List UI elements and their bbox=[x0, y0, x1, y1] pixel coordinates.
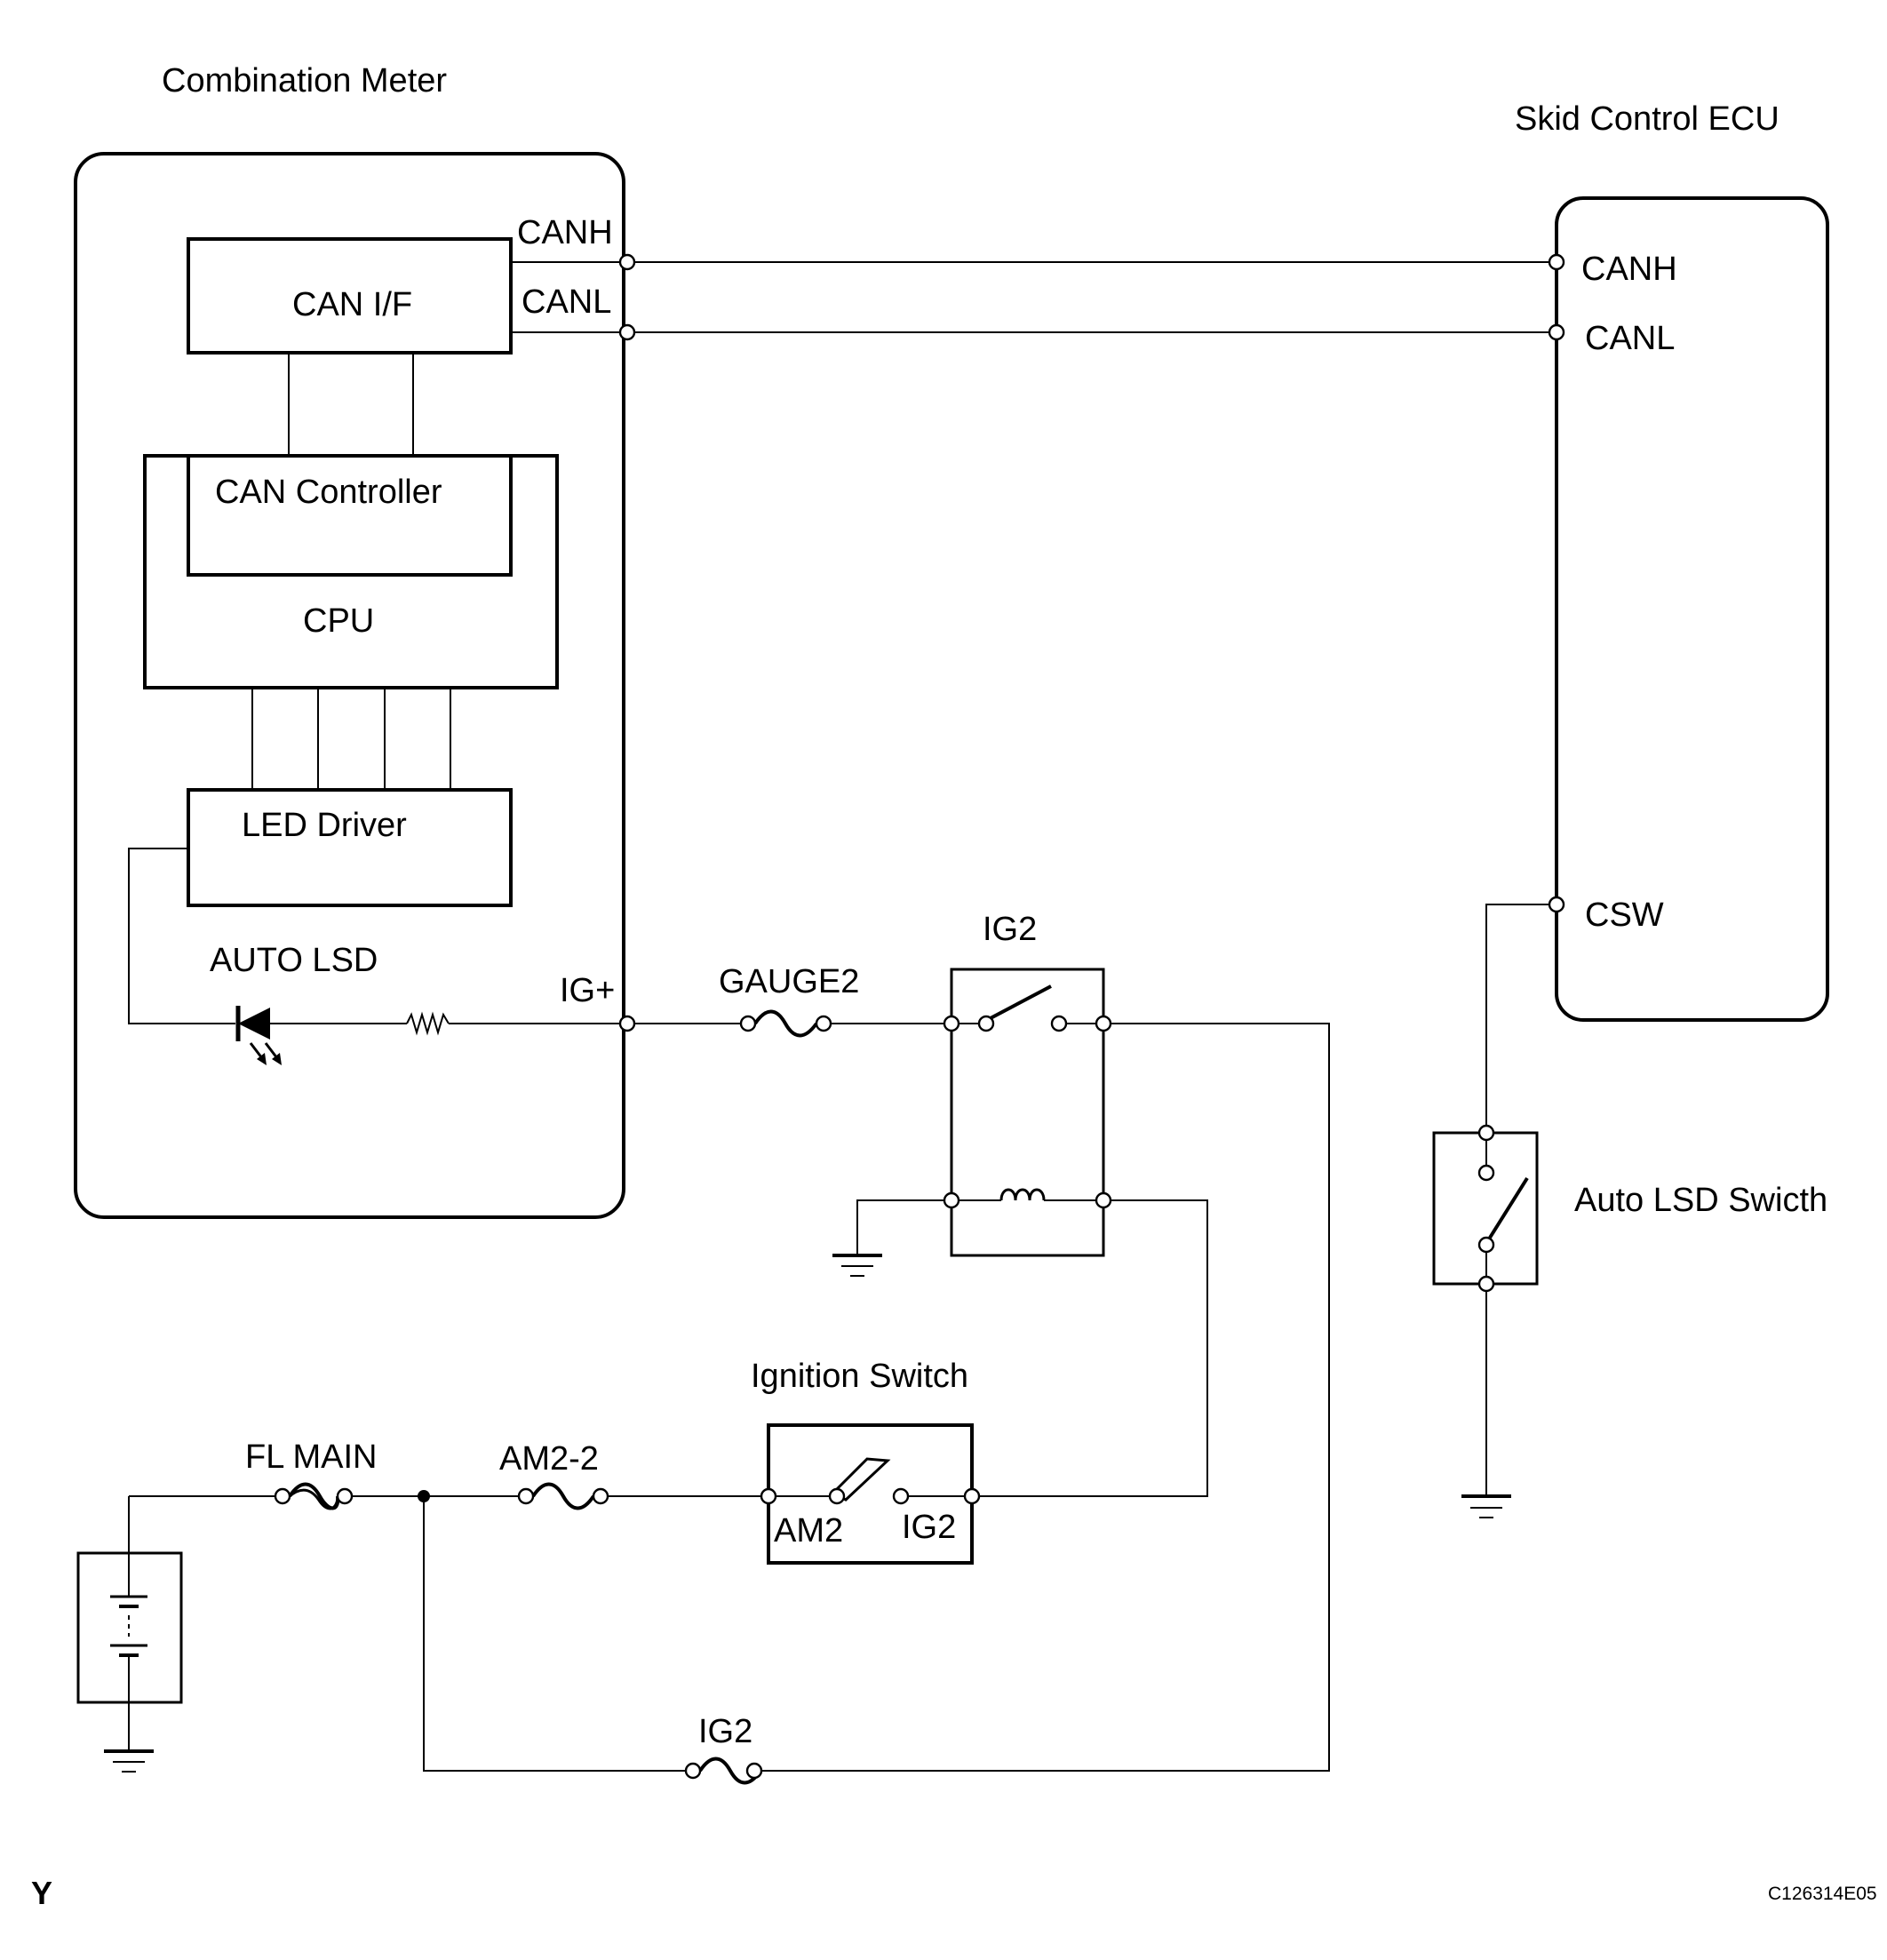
relay-ground-icon bbox=[832, 1254, 882, 1277]
ignition-terminal-ig2 bbox=[963, 1487, 981, 1505]
main-feed: FL MAIN AM2-2 IG2 bbox=[129, 1438, 768, 1785]
can-if-label: CAN I/F bbox=[292, 286, 412, 323]
resistor-icon bbox=[406, 1011, 450, 1036]
gauge2-fuse-icon bbox=[753, 1009, 818, 1038]
auto-lsd-led-icon bbox=[235, 1006, 282, 1065]
gauge2-fuse-terminal-left bbox=[739, 1015, 757, 1032]
relay-coil-to-ignition-wire bbox=[972, 1199, 1208, 1497]
csw-wire bbox=[1485, 904, 1557, 1133]
am2-2-fuse-label: AM2-2 bbox=[499, 1440, 599, 1478]
ig2-relay: IG2 bbox=[832, 911, 1105, 1277]
ig-supply-line: GAUGE2 bbox=[627, 963, 951, 1038]
auto-lsd-label: AUTO LSD bbox=[210, 942, 378, 979]
fl-main-fuse-terminal-right bbox=[336, 1487, 354, 1505]
auto-lsd-switch-contact-top bbox=[1477, 1164, 1495, 1182]
relay-terminal-4 bbox=[1095, 1191, 1112, 1209]
ig2-relay-title: IG2 bbox=[983, 911, 1037, 948]
ecu-canl-pin-label: CANL bbox=[1585, 320, 1675, 357]
ig2-fuse-terminal-left bbox=[684, 1762, 702, 1780]
fl-main-fuse-terminal-left bbox=[274, 1487, 291, 1505]
skid-control-ecu: Skid Control ECU CANH CANL CSW bbox=[1515, 100, 1829, 1022]
ig2-relay-outline bbox=[950, 968, 1105, 1257]
relay-contact-pivot bbox=[977, 1015, 995, 1032]
meter-canh-terminal bbox=[618, 253, 636, 271]
meter-ig-terminal bbox=[618, 1015, 636, 1032]
meter-canh-pin-label: CANH bbox=[517, 214, 613, 251]
skid-control-ecu-title: Skid Control ECU bbox=[1515, 100, 1780, 138]
ignition-key-pivot bbox=[828, 1487, 846, 1505]
combination-meter-title: Combination Meter bbox=[162, 62, 447, 100]
ecu-canl-terminal bbox=[1548, 323, 1565, 341]
cpu-block: CAN Controller CPU bbox=[143, 454, 559, 689]
meter-canl-pin-label: CANL bbox=[522, 283, 611, 321]
auto-lsd-switch-contact-icon bbox=[1488, 1176, 1529, 1239]
ig2-fuse-icon bbox=[698, 1757, 762, 1785]
battery bbox=[76, 1496, 183, 1773]
meter-canl-terminal bbox=[618, 323, 636, 341]
ig2-fuse-terminal-right bbox=[745, 1762, 763, 1780]
auto-lsd-switch-title: Auto LSD Swicth bbox=[1574, 1182, 1827, 1219]
relay-switch-contact-icon bbox=[988, 984, 1052, 1021]
battery-ground-icon bbox=[104, 1749, 154, 1773]
terminals bbox=[274, 253, 1565, 1780]
ignition-switch-title: Ignition Switch bbox=[751, 1358, 968, 1395]
ignition-terminal-am2 bbox=[760, 1487, 777, 1505]
footer-left-mark: Y bbox=[31, 1875, 52, 1911]
gauge2-fuse-terminal-right bbox=[815, 1015, 832, 1032]
ignition-ig2-terminal-label: IG2 bbox=[902, 1509, 956, 1546]
ecu-csw-terminal bbox=[1548, 896, 1565, 913]
relay-terminal-3 bbox=[943, 1191, 960, 1209]
can-controller-label: CAN Controller bbox=[215, 474, 442, 511]
relay-coil-ground-wire bbox=[856, 1199, 951, 1255]
ignition-contact-ig2 bbox=[892, 1487, 910, 1505]
ecu-canh-pin-label: CANH bbox=[1581, 251, 1677, 288]
relay-terminal-2 bbox=[1095, 1015, 1112, 1032]
ignition-am2-terminal-label: AM2 bbox=[774, 1512, 843, 1550]
led-driver-label: LED Driver bbox=[242, 807, 407, 844]
can-controller-box bbox=[187, 454, 513, 577]
meter-ig-pin-label: IG+ bbox=[560, 972, 615, 1009]
auto-lsd-switch: Auto LSD Swicth bbox=[1432, 904, 1827, 1518]
led-driver-block: LED Driver bbox=[187, 788, 513, 907]
ecu-canh-terminal bbox=[1548, 253, 1565, 271]
relay-terminal-1 bbox=[943, 1015, 960, 1032]
can-bus bbox=[511, 261, 1557, 333]
cpu-label: CPU bbox=[303, 602, 374, 640]
led-driver-wire bbox=[128, 848, 235, 1024]
can-if-block: CAN I/F bbox=[187, 237, 513, 355]
auto-lsd-switch-terminal-top bbox=[1477, 1124, 1495, 1142]
gauge2-fuse-label: GAUGE2 bbox=[719, 963, 859, 1000]
auto-lsd-switch-terminal-bottom bbox=[1477, 1275, 1495, 1293]
am2-2-fuse-terminal-right bbox=[592, 1487, 609, 1505]
auto-lsd-switch-ground-icon bbox=[1461, 1494, 1511, 1518]
am2-2-fuse-terminal-left bbox=[517, 1487, 535, 1505]
am2-2-fuse-icon bbox=[531, 1482, 595, 1510]
auto-lsd-switch-contact-bottom bbox=[1477, 1236, 1495, 1254]
combination-meter: Combination Meter CAN I/F CAN Controller… bbox=[74, 62, 627, 1219]
relay-contact-fixed bbox=[1050, 1015, 1068, 1032]
ignition-switch: Ignition Switch AM2 IG2 bbox=[751, 1358, 974, 1565]
junction-to-ig2-fuse-wire bbox=[423, 1496, 686, 1772]
ig2-fuse-label: IG2 bbox=[698, 1713, 752, 1750]
fl-main-fuse-icon bbox=[288, 1482, 340, 1510]
relay-coil-icon bbox=[999, 1188, 1046, 1201]
combination-meter-outline bbox=[74, 152, 625, 1219]
relay-contact-to-ig2-fuse-wire bbox=[761, 1023, 1330, 1772]
fl-main-fuse-label: FL MAIN bbox=[245, 1438, 378, 1476]
figure-id: C126314E05 bbox=[1768, 1884, 1877, 1904]
ecu-csw-pin-label: CSW bbox=[1585, 896, 1664, 934]
can-if-box bbox=[187, 237, 513, 355]
skid-control-ecu-outline bbox=[1555, 196, 1829, 1022]
